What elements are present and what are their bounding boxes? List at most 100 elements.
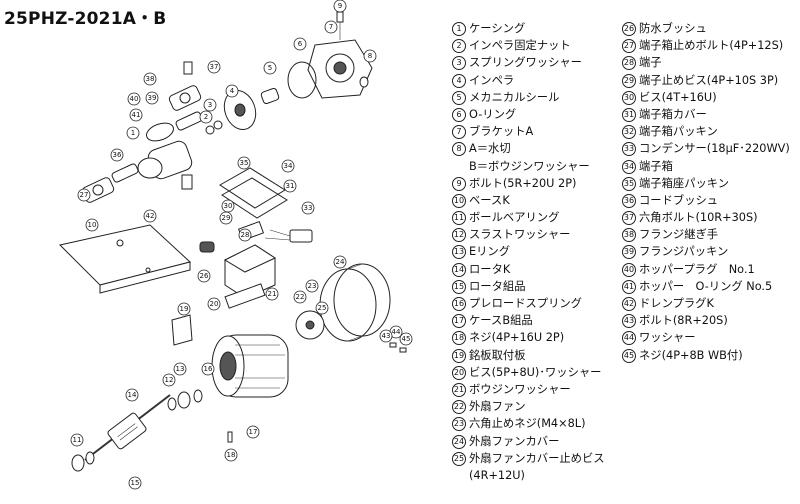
callout-number: 23: [308, 282, 317, 290]
legend-number: 27: [622, 39, 636, 54]
callout-number: 6: [298, 40, 303, 48]
callout-number: 17: [249, 428, 258, 436]
legend-number: 33: [622, 142, 636, 157]
callout-number: 1: [131, 129, 135, 137]
part-callout: 8: [363, 49, 377, 63]
ball-bearing-part: [177, 391, 191, 409]
legend-label: 端子箱止めボルト(4P+12S): [639, 39, 784, 53]
legend-number: 43: [622, 314, 636, 329]
legend-number: 1: [452, 22, 466, 36]
thrust-washer-part: [85, 451, 95, 465]
rotor-part: [107, 412, 147, 450]
impeller-nut-part: [205, 125, 215, 135]
callout-number: 39: [148, 94, 157, 102]
part-callout: 26: [197, 269, 211, 283]
callout-number: 31: [286, 182, 295, 190]
part-callout: 43: [379, 329, 393, 343]
callout-number: 15: [131, 479, 140, 487]
legend-label: 六角止めネジ(M4×8L): [469, 417, 586, 431]
legend-item: (4R+12U): [452, 467, 637, 484]
legend-number: 8: [452, 142, 466, 157]
water-slinger-part: [359, 76, 369, 88]
terminal-cover-part: [219, 167, 286, 209]
part-callout: 25: [315, 301, 329, 315]
part-callout: 3: [203, 98, 217, 112]
callout-number: 36: [113, 151, 122, 159]
callout-number: 40: [130, 95, 139, 103]
part-callout: 35: [237, 156, 251, 170]
part-callout: 37: [207, 60, 221, 74]
legend-label: インペラ固定ナット: [469, 39, 571, 53]
part-callout: 27: [77, 188, 91, 202]
legend-number: 11: [452, 211, 466, 226]
callout-number: 2: [204, 113, 208, 121]
part-callout: 36: [110, 148, 124, 162]
legend-number: 17: [452, 314, 466, 329]
part-callout: 9: [333, 0, 347, 13]
legend-number: 29: [622, 73, 636, 88]
legend-label: ビス(4T+16U): [639, 90, 717, 104]
legend-label: 外扇ファンカバー止めビス: [469, 451, 605, 465]
legend-label: ベースK: [469, 193, 510, 207]
callout-number: 41: [132, 111, 141, 119]
part-callout: 6: [293, 37, 307, 51]
part-callout: 29: [219, 211, 233, 225]
legend-label: ロータK: [469, 262, 511, 276]
legend-number: 32: [622, 125, 636, 140]
legend-label: Eリング: [469, 245, 511, 259]
legend-number: [452, 469, 466, 483]
base-plate-edge: [99, 261, 191, 294]
legend-number: 40: [622, 262, 636, 277]
callout-number: 38: [146, 75, 155, 83]
part-callout: 16: [201, 362, 215, 376]
hopper-plug-part: [183, 61, 193, 75]
legend-label: O-リング: [469, 107, 517, 121]
legend-label: 六角ボルト(10R+30S): [639, 211, 758, 225]
part-callout: 18: [224, 448, 238, 462]
part-callout: 2: [199, 110, 213, 124]
part-callout: 1: [126, 126, 140, 140]
callout-number: 3: [208, 101, 212, 109]
legend-label: 防水ブッシュ: [639, 22, 707, 35]
part-callout: 19: [177, 302, 191, 316]
legend-label: 外扇ファンカバー: [469, 434, 560, 448]
casing-outlet: [146, 122, 174, 142]
legend-number: 26: [622, 22, 636, 36]
callout-number: 9: [338, 2, 342, 10]
screw-part: [389, 342, 397, 348]
legend-number: 31: [622, 107, 636, 122]
part-callout: 13: [173, 362, 187, 376]
legend-label: ロータ組品: [469, 279, 526, 293]
callout-number: 42: [146, 212, 155, 220]
callout-number: 29: [222, 214, 231, 222]
callout-number: 27: [80, 191, 89, 199]
legend-number: 9: [452, 176, 466, 191]
box-seat-packing-part: [224, 283, 266, 309]
capacitor-part: [289, 229, 313, 243]
callout-number: 4: [230, 87, 235, 95]
part-callout: 38: [143, 72, 157, 86]
part-callout: 39: [145, 91, 159, 105]
callout-number: 11: [73, 436, 82, 444]
callout-number: 18: [227, 451, 236, 459]
part-callout: 21: [265, 287, 279, 301]
callout-number: 44: [392, 328, 401, 336]
part-callout: 34: [281, 159, 295, 173]
part-callout: 12: [162, 373, 176, 387]
legend-number: 6: [452, 107, 466, 122]
